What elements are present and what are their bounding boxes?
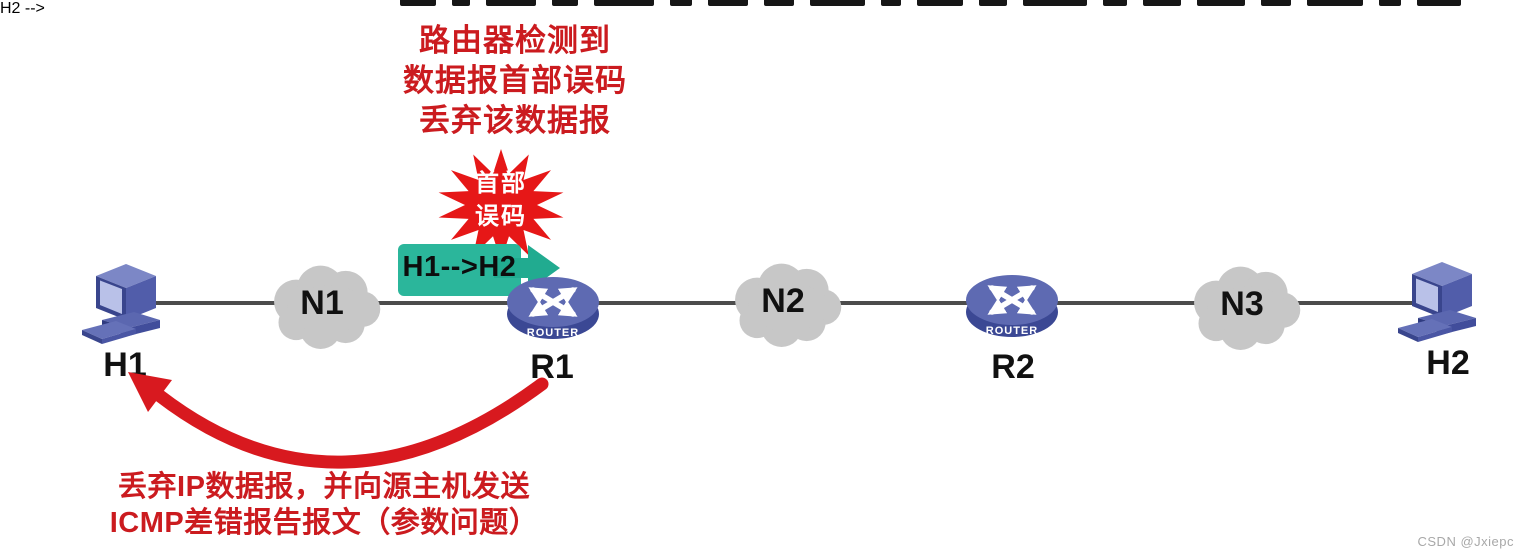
top-annotation-line-3: 丢弃该数据报 (419, 103, 611, 138)
network-n2-cloud-icon (724, 252, 842, 352)
error-burst-line-1: 首部 (475, 170, 527, 197)
top-annotation: 路由器检测到 数据报首部误码 丢弃该数据报 (365, 21, 665, 141)
icmp-return-arrow (128, 372, 549, 469)
bottom-annotation: 丢弃IP数据报，并向源主机发送 ICMP差错报告报文（参数问题） (78, 469, 570, 541)
bottom-annotation-line-2: ICMP差错报告报文（参数问题） (109, 507, 539, 539)
router-r1-icon: ROUTER (505, 270, 601, 346)
router-r2-badge: ROUTER (986, 325, 1038, 337)
host-h2-icon (1392, 256, 1492, 348)
network-n2-label: N2 (761, 282, 805, 320)
error-burst-line-2: 误码 (475, 203, 527, 230)
network-n3-cloud-icon (1183, 255, 1301, 355)
error-burst-label: 首部 误码 (434, 167, 568, 233)
host-h2-label: H2 (1426, 344, 1470, 382)
error-burst-icon (434, 145, 568, 265)
router-r2-icon: ROUTER (964, 268, 1060, 344)
network-n1-cloud-icon (263, 254, 381, 354)
router-r2-label: R2 (991, 348, 1035, 386)
packet-label: H1-->H2 (402, 251, 517, 283)
host-h1-icon (76, 258, 176, 350)
top-annotation-line-2: 数据报首部误码 (403, 63, 627, 98)
bottom-annotation-line-1: 丢弃IP数据报，并向源主机发送 (118, 471, 530, 503)
watermark: CSDN @Jxiepc (1417, 534, 1514, 549)
top-annotation-line-1: 路由器检测到 (419, 23, 611, 58)
router-r1-badge: ROUTER (527, 327, 579, 339)
network-n1-label: N1 (300, 284, 344, 322)
network-n3-label: N3 (1220, 285, 1264, 323)
cropped-text-artifact (400, 0, 1461, 6)
